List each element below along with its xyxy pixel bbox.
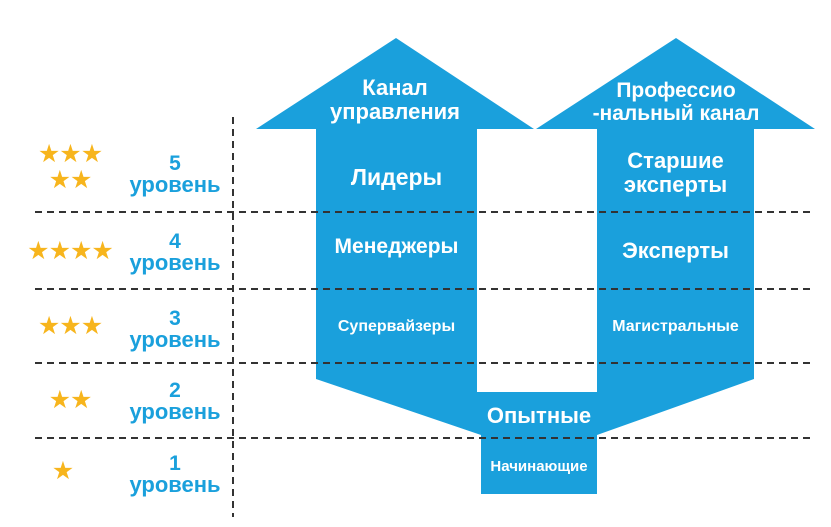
position-beginners: Начинающие — [490, 458, 588, 475]
star-icon: ★ — [48, 386, 71, 414]
star-icon: ★ — [91, 237, 113, 265]
star-icon: ★ — [70, 386, 92, 414]
level-5-stars: ★★★ ★★ — [20, 141, 120, 193]
star-icon: ★ — [80, 312, 103, 340]
level-5-label: уровень — [129, 172, 221, 197]
position-experts: Эксперты — [622, 238, 729, 263]
position-supervisors: Супервайзеры — [337, 318, 456, 335]
level-2-number: 2 — [169, 379, 181, 402]
star-icon: ★ — [59, 140, 81, 168]
level-3-stars: ★★★ — [20, 313, 120, 339]
level-4-label: уровень — [129, 250, 221, 275]
position-managers: Менеджеры — [334, 235, 459, 258]
level-5-number: 5 — [169, 152, 181, 175]
level-3-number: 3 — [169, 307, 181, 330]
star-icon: ★ — [27, 237, 49, 265]
position-experienced: Опытные — [486, 403, 592, 428]
level-1-number: 1 — [169, 452, 181, 475]
professional-channel-title-line-2: -нальный канал — [592, 101, 760, 125]
level-4-number: 4 — [169, 230, 181, 253]
star-icon: ★ — [48, 237, 71, 265]
career-channels-arrow-shape — [256, 38, 815, 494]
star-icon: ★ — [59, 312, 81, 340]
star-icon: ★ — [51, 457, 74, 485]
star-icon: ★ — [48, 166, 71, 194]
star-icon: ★ — [70, 166, 92, 194]
star-icon: ★ — [37, 312, 60, 340]
management-channel-title-line-2: управления — [329, 98, 460, 124]
star-icon: ★ — [80, 140, 103, 168]
position-senior-experts-line-2: эксперты — [623, 171, 728, 197]
level-2-label: уровень — [129, 399, 221, 424]
position-leaders: Лидеры — [350, 164, 443, 190]
level-2-stars: ★★ — [20, 387, 120, 413]
professional-channel-title-line-1: Профессио — [616, 79, 736, 102]
level-3-label: уровень — [129, 327, 221, 352]
star-icon: ★ — [70, 237, 92, 265]
position-senior-experts: Старшие эксперты — [597, 149, 754, 197]
management-channel-title-line-1: Канал — [362, 75, 428, 100]
level-1-stars: ★ — [20, 458, 105, 484]
professional-channel-title: Профессио -нальный канал — [566, 79, 786, 125]
level-1-label: уровень — [129, 472, 221, 497]
management-channel-title: Канал управления — [300, 76, 490, 124]
star-icon: ★ — [37, 140, 60, 168]
level-4-stars: ★★★★ — [10, 238, 130, 264]
position-senior-experts-line-1: Старшие — [627, 148, 724, 173]
position-trunk-specialists: Магистральные — [612, 318, 739, 335]
